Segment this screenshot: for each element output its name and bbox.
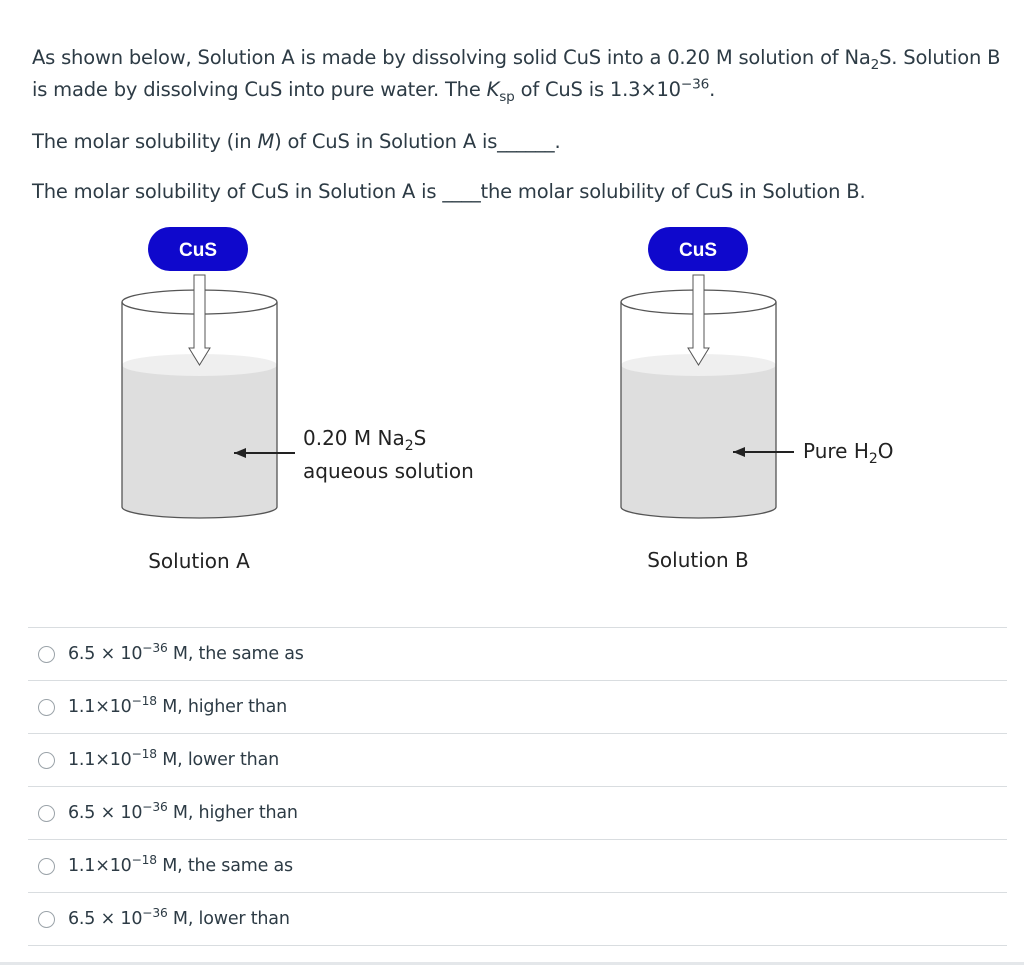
solution-a-text-1: 0.20 M Na2S	[303, 426, 426, 454]
solution-a-text-2: aqueous solution	[303, 459, 474, 483]
option-label: 6.5 × 10−36 M, higher than	[68, 800, 298, 823]
solution-b-label: Solution B	[647, 548, 749, 572]
radio-button[interactable]	[38, 751, 55, 769]
solution-b-text: Pure H2O	[803, 439, 894, 467]
solution-a-label: Solution A	[148, 549, 250, 573]
question-part-1: The molar solubility (in M) of CuS in So…	[32, 130, 561, 153]
answer-option[interactable]: 6.5 × 10−36 M, lower than	[28, 892, 1007, 946]
option-label: 6.5 × 10−36 M, lower than	[68, 906, 290, 929]
answer-option[interactable]: 1.1×10−18 M, lower than	[28, 733, 1007, 786]
beaker-a	[121, 274, 278, 519]
bottom-divider	[0, 962, 1024, 965]
answer-option[interactable]: 6.5 × 10−36 M, higher than	[28, 786, 1007, 839]
radio-button[interactable]	[38, 698, 55, 716]
option-label: 6.5 × 10−36 M, the same as	[68, 641, 304, 664]
cus-pill-b	[648, 227, 748, 271]
cus-pill-a	[148, 227, 248, 271]
option-label: 1.1×10−18 M, higher than	[68, 694, 288, 717]
cus-label-a: CuS	[179, 240, 217, 261]
answer-option[interactable]: 6.5 × 10−36 M, the same as	[28, 627, 1007, 680]
cus-label-b: CuS	[679, 240, 717, 261]
answer-option[interactable]: 1.1×10−18 M, the same as	[28, 839, 1007, 892]
radio-button[interactable]	[38, 645, 55, 663]
option-label: 1.1×10−18 M, lower than	[68, 747, 279, 770]
question-part-2: The molar solubility of CuS in Solution …	[32, 180, 866, 203]
beaker-b	[620, 274, 777, 519]
radio-button[interactable]	[38, 804, 55, 822]
beakers-figure: CuS 0.20 M Na2S aqueous solution Solutio…	[0, 215, 1024, 615]
arrowhead-a	[234, 448, 246, 458]
option-label: 1.1×10−18 M, the same as	[68, 853, 293, 876]
answer-option[interactable]: 1.1×10−18 M, higher than	[28, 680, 1007, 733]
radio-button[interactable]	[38, 857, 55, 875]
arrowhead-b	[733, 447, 745, 457]
answer-options: 6.5 × 10−36 M, the same as 1.1×10−18 M, …	[28, 627, 1007, 946]
question-text: As shown below, Solution A is made by di…	[32, 46, 1001, 105]
radio-button[interactable]	[38, 910, 55, 928]
